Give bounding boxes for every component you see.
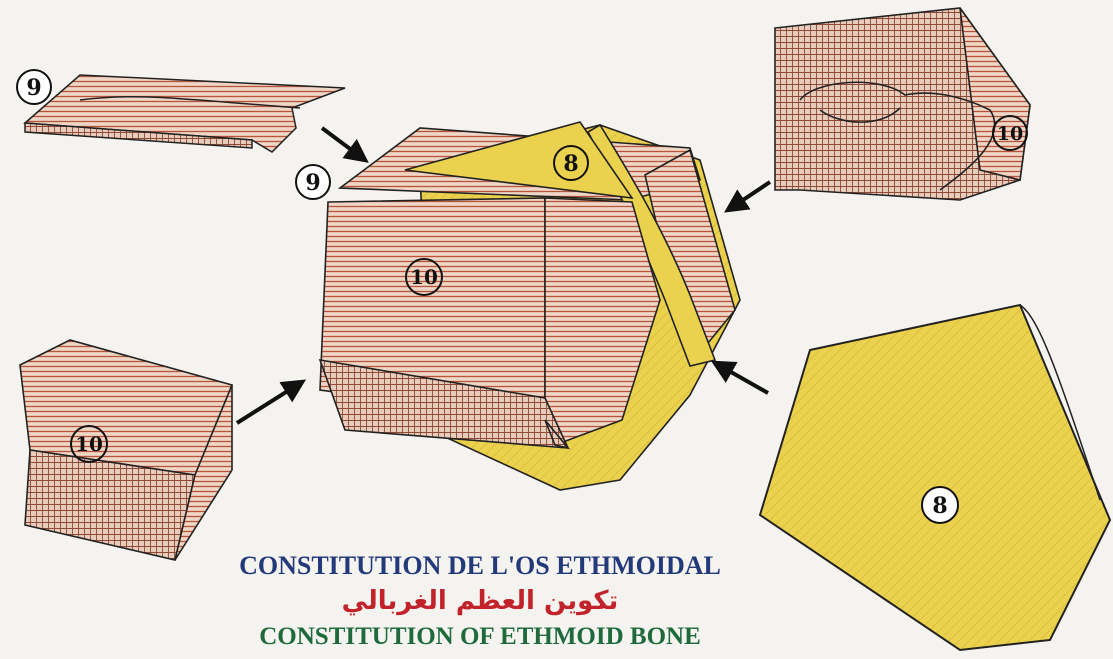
label-8-right: 8 — [922, 487, 958, 523]
label-8-right-text: 8 — [932, 493, 947, 519]
lateral-mass-left — [20, 340, 232, 560]
label-10-left-text: 10 — [75, 432, 103, 456]
label-9-center-text: 9 — [305, 170, 320, 196]
label-10-center-text: 10 — [410, 265, 438, 289]
caption-french: CONSTITUTION DE L'OS ETHMOIDAL — [150, 551, 810, 581]
lateral-mass-top-right — [775, 8, 1030, 200]
arrow-top-right — [728, 182, 770, 210]
cribriform-plate-top-left — [25, 75, 345, 152]
arrow-bottom-right — [715, 363, 768, 393]
ethmoid-assembled-center — [320, 122, 740, 490]
caption-arabic: تكوين العظم الغربالي — [150, 586, 810, 616]
label-9-top-text: 9 — [26, 75, 41, 101]
label-10-right-text: 10 — [997, 123, 1023, 145]
vertical-plate-bottom-right — [760, 305, 1110, 650]
caption-english: CONSTITUTION OF ETHMOID BONE — [150, 623, 810, 651]
arrow-left — [237, 382, 302, 423]
label-9-top: 9 — [17, 70, 51, 104]
arrow-top-left — [322, 128, 365, 160]
label-9-center: 9 — [296, 165, 330, 199]
label-8-center-text: 8 — [563, 151, 578, 177]
